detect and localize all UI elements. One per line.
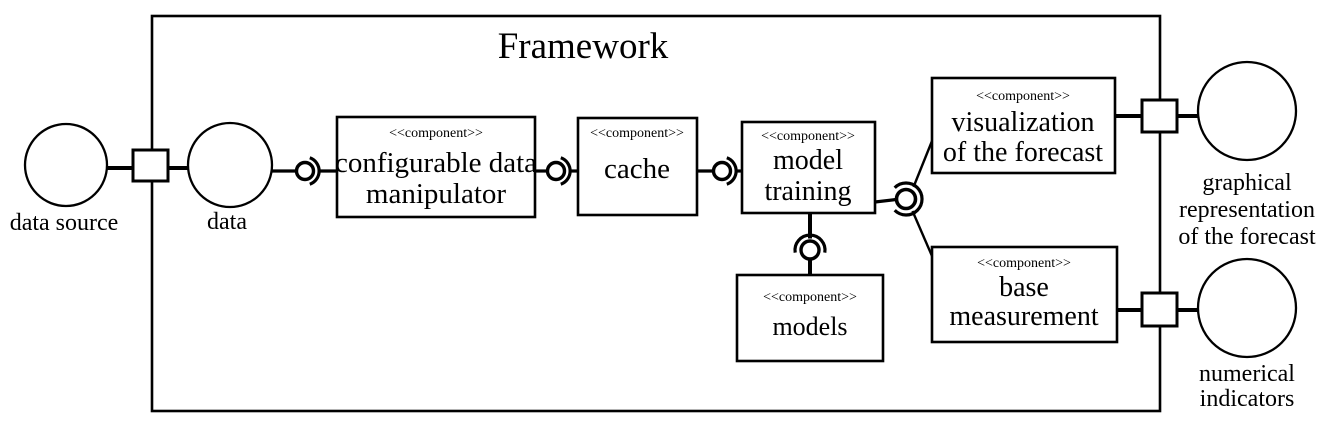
label-data-source: data source [10,210,119,236]
component-box [335,115,537,219]
component-name: of the forecast [943,137,1103,168]
label-numerical-indicators: indicators [1200,386,1295,412]
required-interface-socket-icon [309,156,321,186]
component-name: configurable data [335,147,537,179]
label-graphical-representation: graphical [1202,170,1292,196]
component-name: cache [604,153,670,185]
component-box [930,76,1117,175]
provided-interface-ball-icon [711,160,733,182]
label-numerical-indicators: numerical [1199,361,1295,387]
provided-interface-ball-icon [894,187,918,211]
provided-interface-ball-icon [545,160,567,182]
connector-junction-to-visualization [912,140,934,188]
required-interface-socket-icon [726,156,738,186]
interface-circle-data [186,121,274,209]
component-box [930,245,1119,344]
connector-junction-to-basemeasurement [911,210,934,257]
port-numerical-output [1140,291,1179,328]
component-name: visualization [951,107,1094,138]
component-box [740,120,877,215]
component-base-measurement: <<component>> base measurement [930,245,1119,344]
component-stereotype: <<component>> [763,290,857,305]
provided-interface-ball-icon [799,239,821,261]
component-cache: <<component>> cache [576,116,699,217]
component-stereotype: <<component>> [389,126,483,141]
component-name: manipulator [366,178,506,210]
component-name: base [999,272,1049,303]
required-interface-socket-icon [793,233,827,253]
component-name: model [773,145,843,176]
component-stereotype: <<component>> [977,256,1071,271]
component-name: models [772,312,847,341]
required-interface-socket-icon [560,156,572,186]
interface-circle-graphical-representation [1196,60,1298,162]
component-box [735,273,885,363]
interface-circle-data-source [23,122,109,208]
component-name: measurement [949,301,1098,332]
label-graphical-representation: representation [1179,197,1315,223]
component-models: <<component>> models [735,273,885,363]
label-graphical-representation: of the forecast [1178,224,1316,250]
port-graphical-output [1140,98,1179,134]
label-data: data [207,209,247,235]
component-stereotype: <<component>> [590,126,684,141]
component-configurable-data-manipulator: <<component>> configurable data manipula… [335,115,537,219]
component-box [576,116,699,217]
framework-title: Framework [498,26,669,67]
required-interface-socket-icon [893,181,924,217]
component-stereotype: <<component>> [976,89,1070,104]
component-stereotype: <<component>> [761,129,855,144]
port-data-input [131,148,170,183]
connector-modeltraining-to-junction [874,197,897,204]
interface-circle-numerical-indicators [1196,257,1298,359]
component-name: training [764,176,851,207]
component-visualization-of-the-forecast: <<component>> visualization of the forec… [930,76,1117,175]
component-model-training: <<component>> model training [740,120,877,215]
provided-interface-ball-icon [294,160,316,182]
